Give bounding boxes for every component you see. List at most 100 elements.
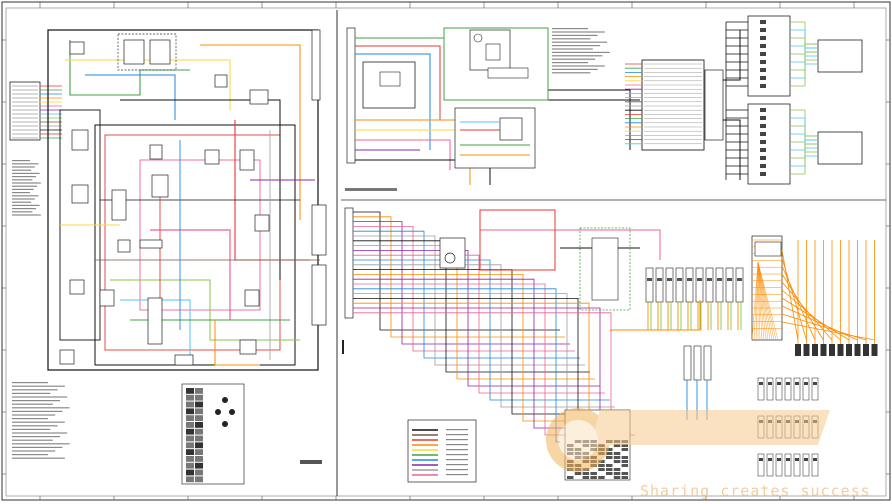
table-cell: [590, 472, 597, 475]
connector-plug: [675, 267, 684, 303]
table-cell: [613, 456, 621, 459]
legend-line: [12, 421, 65, 423]
note-line: [552, 58, 596, 60]
plug-pin: [786, 458, 790, 461]
watermark-text: Sharing creates success: [640, 482, 871, 500]
legend-line: [12, 432, 68, 434]
solenoid-wire: [790, 149, 818, 157]
legend-line: [12, 392, 51, 394]
connector-plug: [685, 267, 694, 303]
plug-pin: [813, 382, 817, 385]
pin-cell: [195, 422, 203, 428]
sensor-box: [479, 209, 556, 271]
pin-cell: [195, 401, 203, 408]
fan-terminal: [863, 344, 869, 356]
plug-pin: [786, 382, 790, 385]
component: [117, 239, 131, 253]
note-line: [552, 41, 608, 43]
pin-cell: [186, 428, 194, 435]
plug-pin: [804, 458, 808, 461]
plug-pin: [647, 278, 652, 281]
fan-terminal: [846, 344, 852, 356]
solenoid-wire: [790, 47, 818, 79]
terminal: [760, 76, 766, 80]
solenoid-wire: [790, 53, 818, 61]
top-middle-notes: [552, 28, 610, 74]
legend-label: [446, 429, 468, 431]
connector-plug: [784, 453, 792, 477]
legend-line: [12, 410, 63, 412]
pin-cell: [186, 462, 194, 469]
component: [174, 354, 194, 366]
terminal: [760, 36, 766, 40]
output-block-lower: [747, 103, 791, 185]
pin-cell: [186, 469, 194, 476]
terminal: [760, 116, 766, 120]
plug-wire: [610, 300, 701, 331]
plug-pin: [777, 382, 781, 385]
component: [254, 214, 270, 232]
component: [71, 129, 89, 151]
fan-terminal: [795, 344, 801, 356]
table-cell: [621, 476, 629, 479]
legend-line: [12, 425, 58, 427]
engine-wire: [353, 230, 580, 359]
pin-cell: [186, 388, 194, 394]
table-cell: [598, 476, 605, 479]
legend-line: [12, 446, 63, 448]
left-panel-connector-low: [311, 264, 327, 326]
plug-pin: [727, 278, 732, 281]
pin-cell: [186, 456, 194, 462]
table-cell: [606, 456, 613, 459]
engine-wire: [353, 274, 625, 422]
connector-plugs: [610, 267, 744, 420]
note-line: [12, 211, 33, 213]
component: [69, 279, 85, 295]
pin-cell: [195, 428, 203, 435]
fan-wire: [757, 261, 771, 341]
note-line: [12, 204, 40, 206]
note-line: [12, 198, 35, 200]
solenoid-wire: [790, 143, 818, 175]
legend-label: [446, 444, 468, 446]
connector-plug: [665, 267, 674, 303]
component: [59, 349, 75, 365]
connector-plug: [655, 267, 664, 303]
table-cell: [606, 464, 613, 467]
legend-label: [446, 454, 468, 456]
note-line: [12, 182, 41, 184]
component: [111, 189, 127, 221]
plug-pin: [795, 458, 799, 461]
note-line: [552, 48, 593, 50]
component: [214, 74, 228, 88]
note-line: [552, 51, 610, 53]
pin-cell: [195, 449, 203, 455]
fan-terminal: [820, 344, 827, 356]
solenoid-bank-lower: [817, 131, 863, 165]
left-components: [59, 41, 270, 366]
wire-color-legend-rows: [412, 429, 468, 476]
solenoid-wire: [790, 61, 818, 65]
solenoid-wire: [790, 51, 818, 87]
control-module-pins: [625, 63, 702, 145]
main-connector-pins: [12, 85, 62, 139]
fan-header: [754, 241, 782, 257]
plug-pin: [677, 278, 682, 281]
terminal: [760, 132, 766, 136]
table-cell: [613, 460, 621, 463]
top-right-wires: [725, 20, 818, 180]
fan-wire: [757, 261, 777, 341]
fan-wire: [757, 261, 775, 341]
plug-pin: [759, 458, 763, 461]
connector-plug: [715, 267, 724, 303]
connector-plug: [725, 267, 734, 303]
note-line: [12, 185, 38, 187]
legend-label: [446, 434, 468, 436]
solenoid-wire: [790, 125, 818, 145]
note-line: [552, 62, 588, 64]
fan-wire: [781, 265, 816, 341]
legend-line: [12, 396, 68, 398]
plug-pin: [737, 278, 742, 281]
table-cell: [613, 452, 621, 455]
